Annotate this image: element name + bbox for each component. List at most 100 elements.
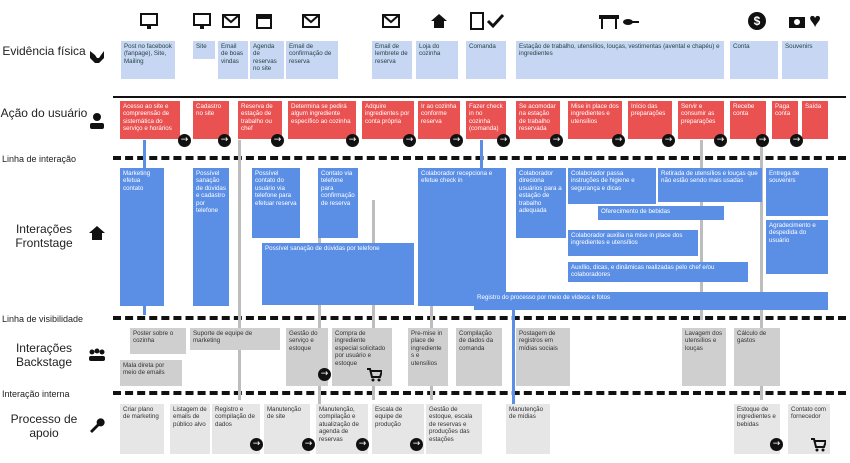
arrow-icon: → bbox=[770, 438, 783, 451]
frontstage-box: Possível sanação de dúvidas por telefone bbox=[262, 243, 414, 305]
evidence-box: Post no facebook (fanpage), Site, Mailin… bbox=[121, 41, 175, 79]
frontstage-box: Possível sanação de dúvidas e cadastro p… bbox=[193, 168, 229, 306]
frontstage-box: Colaborador recepciona e efetue check in bbox=[418, 168, 506, 306]
arrow-icon: → bbox=[450, 134, 463, 147]
arrow-icon: → bbox=[550, 134, 563, 147]
monitor-icon bbox=[193, 13, 211, 29]
lane-backstage: Interações Backstage bbox=[15, 341, 73, 369]
frontstage-box: Colaborador passa instruções de higiene … bbox=[568, 168, 656, 204]
evidence-box: Email de boas vindas bbox=[218, 41, 248, 79]
arrow-icon: → bbox=[346, 134, 359, 147]
arrow-icon: → bbox=[612, 134, 625, 147]
frontstage-box: Registro do processo por meio de vídeos … bbox=[474, 292, 828, 310]
frontstage-box: Contato via telefone para confirmação de… bbox=[318, 168, 358, 238]
arrow-icon: → bbox=[318, 368, 331, 381]
action-box: Se acomodar na estação de trabalho reser… bbox=[516, 101, 560, 139]
divider-line bbox=[113, 96, 846, 98]
frontstage-box: Auxílio, dicas, e dinâmicas realizadas p… bbox=[568, 262, 748, 282]
checklist-icon bbox=[470, 12, 505, 30]
frontstage-box: Colaborador direciona usuários para a es… bbox=[516, 168, 566, 238]
arrow-icon: → bbox=[218, 134, 231, 147]
frontstage-box: Retirada de utensílios e louças que não … bbox=[658, 168, 762, 202]
action-box: Adquire ingredientes por conta própria bbox=[362, 101, 414, 139]
calendar-icon bbox=[256, 14, 272, 29]
action-box: Servir e consumir as preparações bbox=[678, 101, 724, 139]
backstage-box: Cálculo de gastos bbox=[734, 328, 780, 386]
evidence-box: Loja do cozinha bbox=[416, 41, 458, 79]
lane-interaction-line: Linha de interação bbox=[2, 154, 77, 164]
backstage-box: Suporte de equipe de marketing bbox=[190, 328, 280, 350]
wrench-icon bbox=[90, 418, 105, 433]
frontstage-box: Oferecimento de bebidas bbox=[598, 206, 724, 220]
evidence-box: Estação de trabalho, utensílios, louças,… bbox=[516, 41, 724, 79]
support-box: Manutenção, compilação e atualização de … bbox=[316, 404, 368, 454]
action-box: Fazer check in no cozinha (comanda) bbox=[466, 101, 506, 139]
backstage-box: Pre-mise in place de ingrediente s e ute… bbox=[408, 328, 448, 386]
mail-icon bbox=[302, 14, 320, 28]
support-box: Gestão de estoque, escala de reservas e … bbox=[426, 404, 482, 454]
frontstage-box: Entrega de souvenirs bbox=[766, 168, 828, 216]
mail-icon bbox=[382, 14, 400, 28]
action-box: Mise in place dos ingredientes e utensíl… bbox=[568, 101, 622, 139]
action-box: Acesso ao site e compreensão de sistemát… bbox=[120, 101, 180, 139]
cart-icon bbox=[367, 368, 382, 382]
evidence-box: Souvenirs bbox=[782, 41, 828, 79]
team-icon bbox=[89, 348, 105, 361]
action-box: Recebe conta bbox=[730, 101, 766, 139]
action-box: Ir ao cozinha conforme reserva bbox=[418, 101, 460, 139]
frontstage-box: Possível contato do usuário via telefone… bbox=[252, 168, 300, 238]
interaction-line bbox=[113, 156, 846, 160]
monitor-icon bbox=[140, 13, 158, 29]
lane-evidence: Evidência física bbox=[2, 44, 86, 58]
arrow-icon: → bbox=[756, 134, 769, 147]
user-icon bbox=[90, 113, 104, 129]
table-pan-icon bbox=[599, 15, 639, 29]
internal-line bbox=[113, 391, 846, 395]
action-box: Determina se pedirá algum ingrediente es… bbox=[288, 101, 356, 139]
frontstage-box: Colaborador auxilia na mise in place dos… bbox=[568, 230, 698, 256]
action-box: Saída bbox=[802, 101, 828, 139]
house-icon bbox=[431, 14, 447, 28]
lane-frontstage: Interações Frontstage bbox=[15, 222, 73, 250]
house-icon bbox=[89, 226, 105, 240]
backstage-box: Compilação de dados da comanda bbox=[456, 328, 502, 386]
lane-support: Processo de apoio bbox=[10, 412, 78, 440]
arrow-icon: → bbox=[178, 134, 191, 147]
mail-icon bbox=[222, 14, 240, 28]
lane-action: Ação do usuário bbox=[0, 106, 88, 120]
support-box: Listagem de emails de público alvo bbox=[170, 404, 210, 454]
arrow-icon: → bbox=[790, 134, 803, 147]
backstage-box: Postagem de registros em mídias sociais bbox=[516, 328, 570, 386]
hands-icon bbox=[90, 51, 104, 63]
backstage-box: Lavagem dos utensílios e louças bbox=[682, 328, 726, 386]
heart-icon: ♥ bbox=[809, 10, 821, 32]
lane-internal-line: Interação interna bbox=[2, 389, 70, 399]
camera-icon bbox=[789, 17, 805, 28]
arrow-icon: → bbox=[403, 134, 416, 147]
action-box: Reserva de estação de trabalho ou chef bbox=[238, 101, 282, 139]
arrow-icon: → bbox=[356, 438, 369, 451]
action-box: Paga conta bbox=[772, 101, 798, 139]
frontstage-box: Marketing efetua contato bbox=[120, 168, 164, 306]
evidence-box: Email de lembrete de reserva bbox=[372, 41, 412, 79]
action-box: Início das preparações bbox=[628, 101, 672, 139]
backstage-box: Compra de ingrediente especial solicitad… bbox=[332, 328, 392, 386]
arrow-icon: → bbox=[714, 134, 727, 147]
arrow-icon: → bbox=[250, 438, 263, 451]
cart-icon bbox=[811, 438, 826, 452]
evidence-box: Comanda bbox=[466, 41, 506, 79]
backstage-box: Mala direta por meio de emails bbox=[120, 360, 182, 386]
support-box: Estoque de ingredientes e bebidas bbox=[734, 404, 780, 454]
arrow-icon: → bbox=[271, 134, 284, 147]
evidence-box: Site bbox=[193, 41, 215, 59]
action-box: Cadastro no site bbox=[193, 101, 229, 139]
dollar-icon: $ bbox=[748, 12, 766, 30]
lane-visibility-line: Linha de visibilidade bbox=[2, 314, 84, 324]
support-box: Contato com fornecedor bbox=[788, 404, 830, 454]
frontstage-box: Agradecimento e despedida do usuário bbox=[766, 220, 828, 274]
support-box: Manutenção de mídias bbox=[506, 404, 550, 454]
evidence-box: Conta bbox=[730, 41, 778, 79]
arrow-icon: → bbox=[302, 438, 315, 451]
backstage-box: Poster sobre o cozinha bbox=[130, 328, 186, 354]
arrow-icon: → bbox=[410, 438, 423, 451]
